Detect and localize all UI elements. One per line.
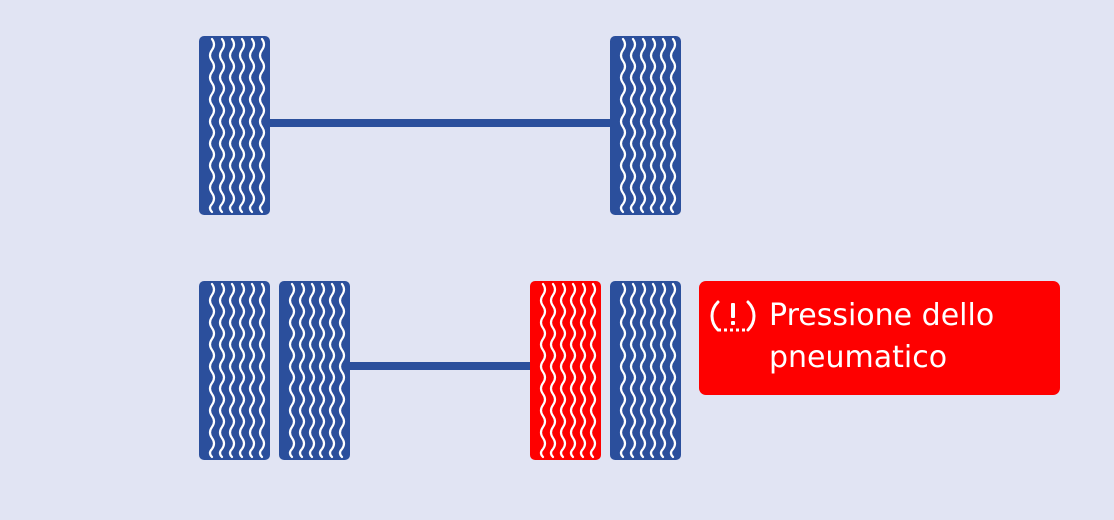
tire-pressure-alert[interactable]: Pressione dello pneumatico: [699, 281, 1060, 395]
tread-line: [228, 282, 236, 459]
tread-line: [318, 282, 326, 459]
tread-line: [569, 282, 577, 459]
tread-line: [218, 37, 226, 214]
alert-message: Pressione dello pneumatico: [769, 298, 995, 375]
tread-line: [619, 37, 627, 214]
tread-line: [639, 37, 647, 214]
tread-line: [629, 282, 637, 459]
tread-line: [328, 282, 336, 459]
tire-front-left[interactable]: [199, 36, 270, 215]
tread-line: [589, 282, 597, 459]
tread-line: [238, 282, 246, 459]
tread-line: [258, 37, 266, 214]
tire-rear-left-outer[interactable]: [199, 281, 270, 460]
tread-line: [258, 282, 266, 459]
front-axle-bar: [268, 119, 613, 127]
tread-line: [549, 282, 557, 459]
tread-line: [248, 282, 256, 459]
tread-line: [238, 37, 246, 214]
tire-front-right[interactable]: [610, 36, 681, 215]
tread-line: [619, 282, 627, 459]
tire-rear-left-inner[interactable]: [279, 281, 350, 460]
tire-rear-right-inner[interactable]: [530, 281, 601, 460]
tread-line: [669, 282, 677, 459]
tread-line: [559, 282, 567, 459]
tread-line: [288, 282, 296, 459]
tire-pressure-warning-icon: [710, 300, 756, 332]
tread-line: [228, 37, 236, 214]
tread-line: [208, 282, 216, 459]
tread-line: [669, 37, 677, 214]
tread-line: [649, 37, 657, 214]
tread-line: [308, 282, 316, 459]
tread-line: [218, 282, 226, 459]
tire-rear-right-outer[interactable]: [610, 281, 681, 460]
tread-line: [338, 282, 346, 459]
tread-line: [208, 37, 216, 214]
tread-line: [649, 282, 657, 459]
tread-line: [659, 282, 667, 459]
tread-line: [639, 282, 647, 459]
rear-axle-bar: [348, 362, 533, 370]
tread-line: [629, 37, 637, 214]
tread-line: [248, 37, 256, 214]
tread-line: [579, 282, 587, 459]
tread-line: [659, 37, 667, 214]
tread-line: [539, 282, 547, 459]
tread-line: [298, 282, 306, 459]
